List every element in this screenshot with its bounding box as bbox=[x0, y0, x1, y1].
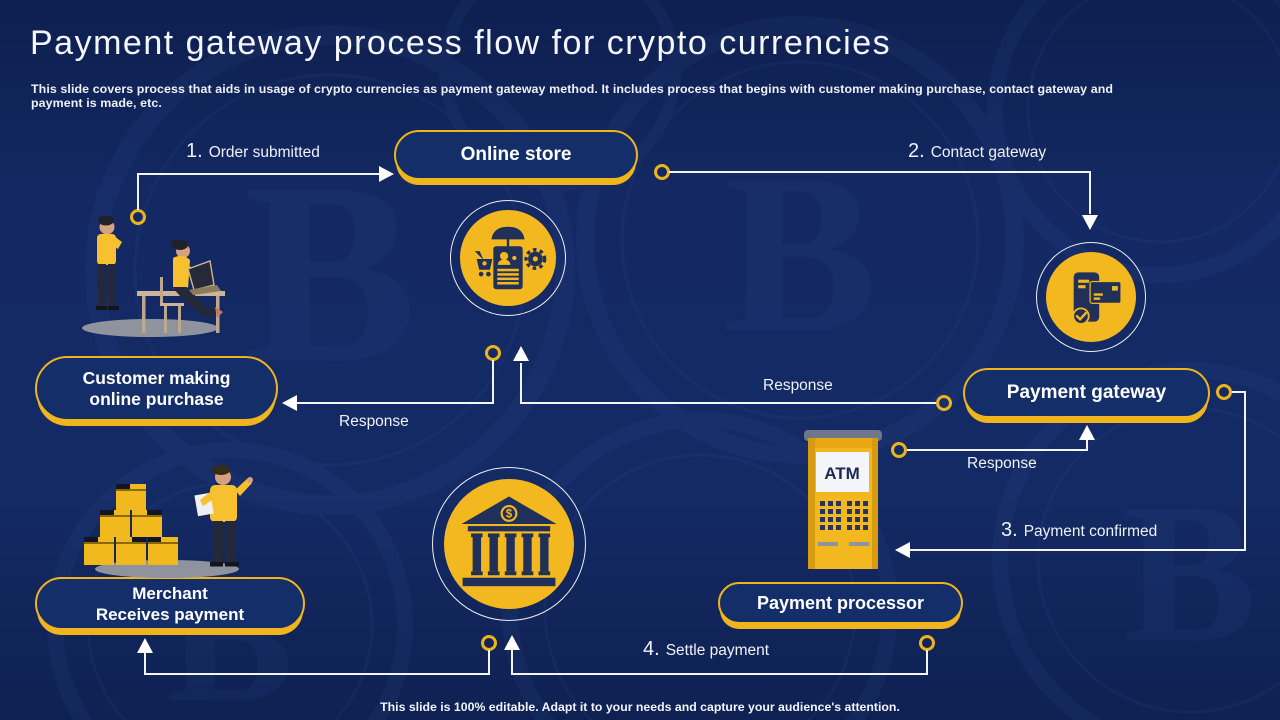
page-title: Payment gateway process flow for crypto … bbox=[30, 24, 892, 62]
arrow-response-to-gateway bbox=[891, 425, 1095, 458]
arrow-response-to-store bbox=[513, 346, 952, 411]
customer-illustration bbox=[82, 215, 225, 337]
step-number: 4. bbox=[643, 638, 660, 660]
step-number: 1. bbox=[186, 140, 203, 162]
arrow-contact-gateway bbox=[654, 164, 1098, 230]
node-label-line2: Receives payment bbox=[95, 604, 245, 624]
arrow-order-submitted bbox=[130, 166, 394, 225]
arrow-response-to-customer bbox=[282, 345, 501, 411]
step-number: 3. bbox=[1001, 519, 1018, 541]
node-label: Payment processor bbox=[756, 592, 925, 613]
node-label: Online store bbox=[460, 144, 572, 165]
step-3-label: 3. Payment confirmed bbox=[1001, 519, 1157, 542]
step-text: Contact gateway bbox=[930, 144, 1047, 161]
arrow-payment-confirmed bbox=[895, 384, 1246, 558]
step-text: Order submitted bbox=[208, 144, 320, 161]
response-label-gateway: Response bbox=[967, 455, 1037, 472]
chair bbox=[160, 277, 184, 333]
node-label: Payment gateway bbox=[1006, 382, 1167, 403]
step-4-label: 4. Settle payment bbox=[643, 638, 769, 661]
phone-card-check-icon bbox=[1072, 272, 1122, 325]
step-text: Payment confirmed bbox=[1023, 523, 1158, 540]
response-label-customer: Response bbox=[339, 413, 409, 430]
payment-gateway-icon bbox=[1036, 242, 1146, 352]
merchant-illustration bbox=[84, 465, 253, 578]
step-2-label: 2. Contact gateway bbox=[908, 140, 1046, 163]
parcel-boxes bbox=[84, 484, 178, 565]
bank-icon: $ bbox=[432, 467, 586, 621]
node-customer: Customer making online purchase bbox=[35, 356, 278, 421]
shop-document-icon bbox=[474, 226, 547, 290]
atm-machine: ATM bbox=[804, 430, 882, 569]
step-number: 2. bbox=[908, 140, 925, 162]
slide-subtitle: This slide covers process that aids in u… bbox=[31, 82, 1114, 110]
sitting-person bbox=[171, 240, 223, 319]
step-text: Settle payment bbox=[665, 642, 770, 659]
response-label-store: Response bbox=[763, 377, 833, 394]
node-online-store: Online store bbox=[394, 130, 638, 180]
atm-screen-label: ATM bbox=[824, 464, 860, 483]
node-label-line2: online purchase bbox=[89, 388, 224, 409]
step-1-label: 1. Order submitted bbox=[186, 140, 320, 163]
arrow-settle-payment bbox=[504, 635, 935, 675]
dollar-symbol: $ bbox=[506, 508, 513, 521]
laptop bbox=[187, 260, 221, 295]
merchant-person bbox=[194, 465, 253, 567]
standing-person bbox=[96, 215, 122, 310]
node-payment-processor: Payment processor bbox=[718, 582, 963, 624]
online-store-icon bbox=[450, 200, 566, 316]
atm-keypad bbox=[820, 501, 868, 530]
node-payment-gateway: Payment gateway bbox=[963, 368, 1210, 418]
node-label-line1: Customer making bbox=[82, 367, 231, 388]
bank-building-icon: $ bbox=[461, 496, 557, 587]
node-merchant: Merchant Receives payment bbox=[35, 577, 305, 630]
footer-note: This slide is 100% editable. Adapt it to… bbox=[380, 700, 900, 714]
node-label-line1: Merchant bbox=[132, 583, 208, 603]
arrow-to-merchant bbox=[137, 635, 497, 675]
